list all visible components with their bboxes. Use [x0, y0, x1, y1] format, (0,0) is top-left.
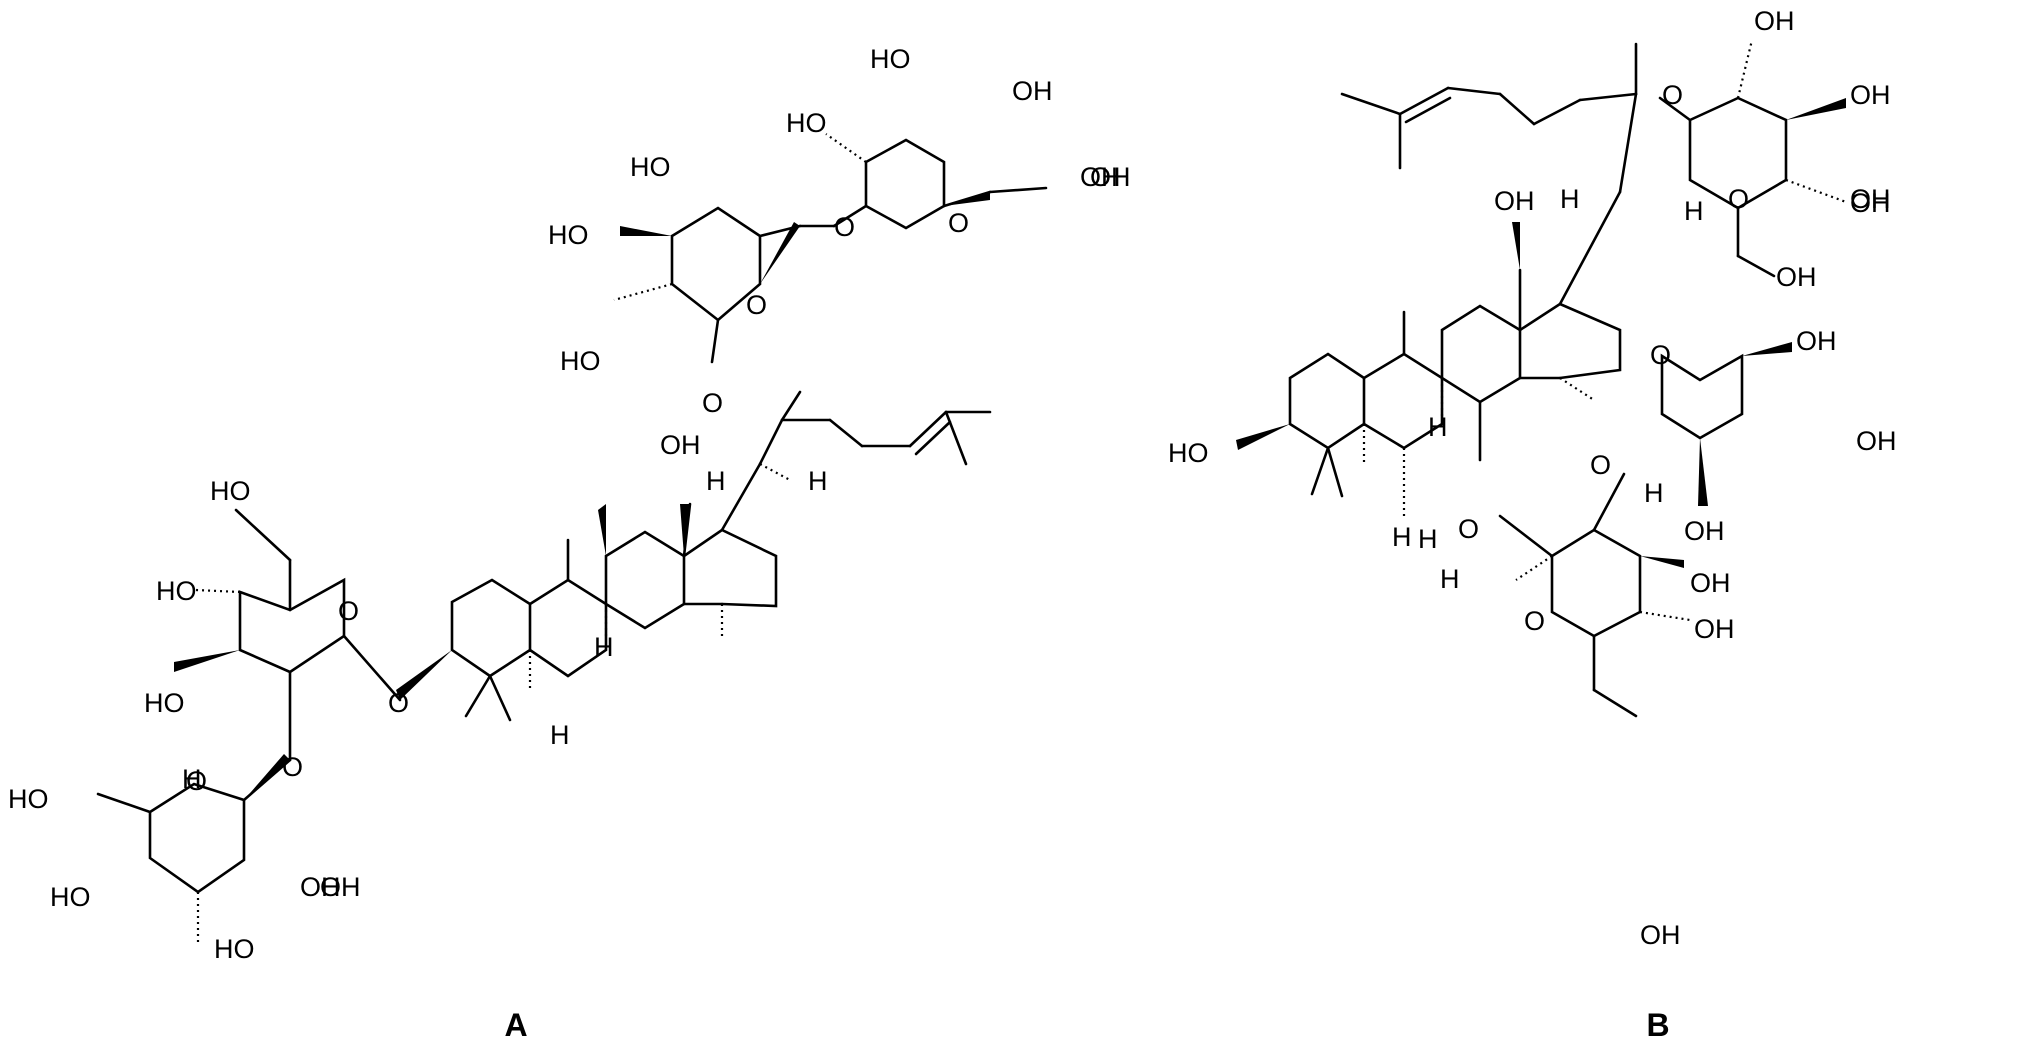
atom-label: HO [210, 476, 251, 506]
atom-label: O [186, 766, 207, 796]
atom-label: O [746, 290, 767, 320]
atom-label: OH [1856, 426, 1897, 456]
panel-b-hashed-bonds [1362, 39, 1847, 622]
atom-label: HO [786, 108, 827, 138]
atom-label: HO [144, 688, 185, 718]
panel-b-label: B [1646, 1007, 1669, 1042]
panel-a-structure: HO OH HO OH HO O OH HO HO O O HO O OH H … [8, 44, 1131, 1042]
atom-label: OH [1776, 262, 1817, 292]
panel-b-stereo-wedges [1236, 98, 1846, 568]
atom-label: H [1428, 412, 1448, 442]
panel-a-label: A [504, 1007, 527, 1042]
atom-label: O [1728, 184, 1749, 214]
atom-label: OH [1694, 614, 1735, 644]
atom-label: H [706, 466, 726, 496]
atom-label: OH [1850, 188, 1891, 218]
atom-label: HO [214, 934, 255, 964]
atom-label: HO [560, 346, 601, 376]
atom-label: O [338, 596, 359, 626]
panel-a-hashed-bonds [195, 133, 867, 944]
atom-label: H [182, 764, 202, 794]
atom-label: H [1392, 522, 1412, 552]
atom-label: H [550, 720, 570, 750]
atom-label: OH [1796, 326, 1837, 356]
atom-label: HO [870, 44, 911, 74]
atom-label: H [594, 632, 614, 662]
atom-label: OH [1684, 516, 1725, 546]
atom-label: OH [1850, 80, 1891, 110]
atom-label: O [1662, 80, 1683, 110]
atom-label: OH [320, 872, 361, 902]
atom-label: HO [156, 576, 197, 606]
atom-label: OH [1754, 6, 1795, 36]
panel-a-stereo-wedges [174, 192, 990, 800]
atom-label: HO [50, 882, 91, 912]
atom-label: HO [8, 784, 49, 814]
atom-label: O [282, 752, 303, 782]
atom-label: H [1684, 196, 1704, 226]
atom-label: H [1418, 524, 1438, 554]
atom-label: OH [1090, 162, 1131, 192]
atom-label: O [1650, 340, 1671, 370]
panel-a-atom-labels: HO OH HO OH HO O OH HO HO O O HO O OH H … [8, 44, 1131, 964]
atom-label: HO [630, 152, 671, 182]
atom-label: HO [1168, 438, 1209, 468]
panel-b-atom-labels: O OH OH OH O OH OH OH H H H H HO H O OH … [1168, 6, 1897, 950]
panel-a-bonds [96, 138, 1048, 894]
atom-label: OH [1080, 162, 1121, 192]
panel-b-bonds [1288, 42, 1788, 718]
atom-label: OH [300, 872, 341, 902]
atom-label: O [702, 388, 723, 418]
atom-label: H [808, 466, 828, 496]
atom-label: OH [1494, 186, 1535, 216]
atom-label: O [388, 688, 409, 718]
panel-b-structure: O OH OH OH O OH OH OH H H H H HO H O OH … [1168, 6, 1897, 1042]
atom-label: OH [1640, 920, 1681, 950]
atom-label: OH [1690, 568, 1731, 598]
atom-label: HO [548, 220, 589, 250]
atom-label: O [1458, 514, 1479, 544]
atom-label: O [1524, 606, 1545, 636]
atom-label: H [1644, 478, 1664, 508]
atom-label: H [1560, 184, 1580, 214]
atom-label: H [1440, 564, 1460, 594]
atom-label: O [1590, 450, 1611, 480]
atom-label: O [948, 208, 969, 238]
atom-label: O [834, 212, 855, 242]
atom-label: OH [1850, 184, 1891, 214]
atom-label: OH [660, 430, 701, 460]
atom-label: OH [1012, 76, 1053, 106]
